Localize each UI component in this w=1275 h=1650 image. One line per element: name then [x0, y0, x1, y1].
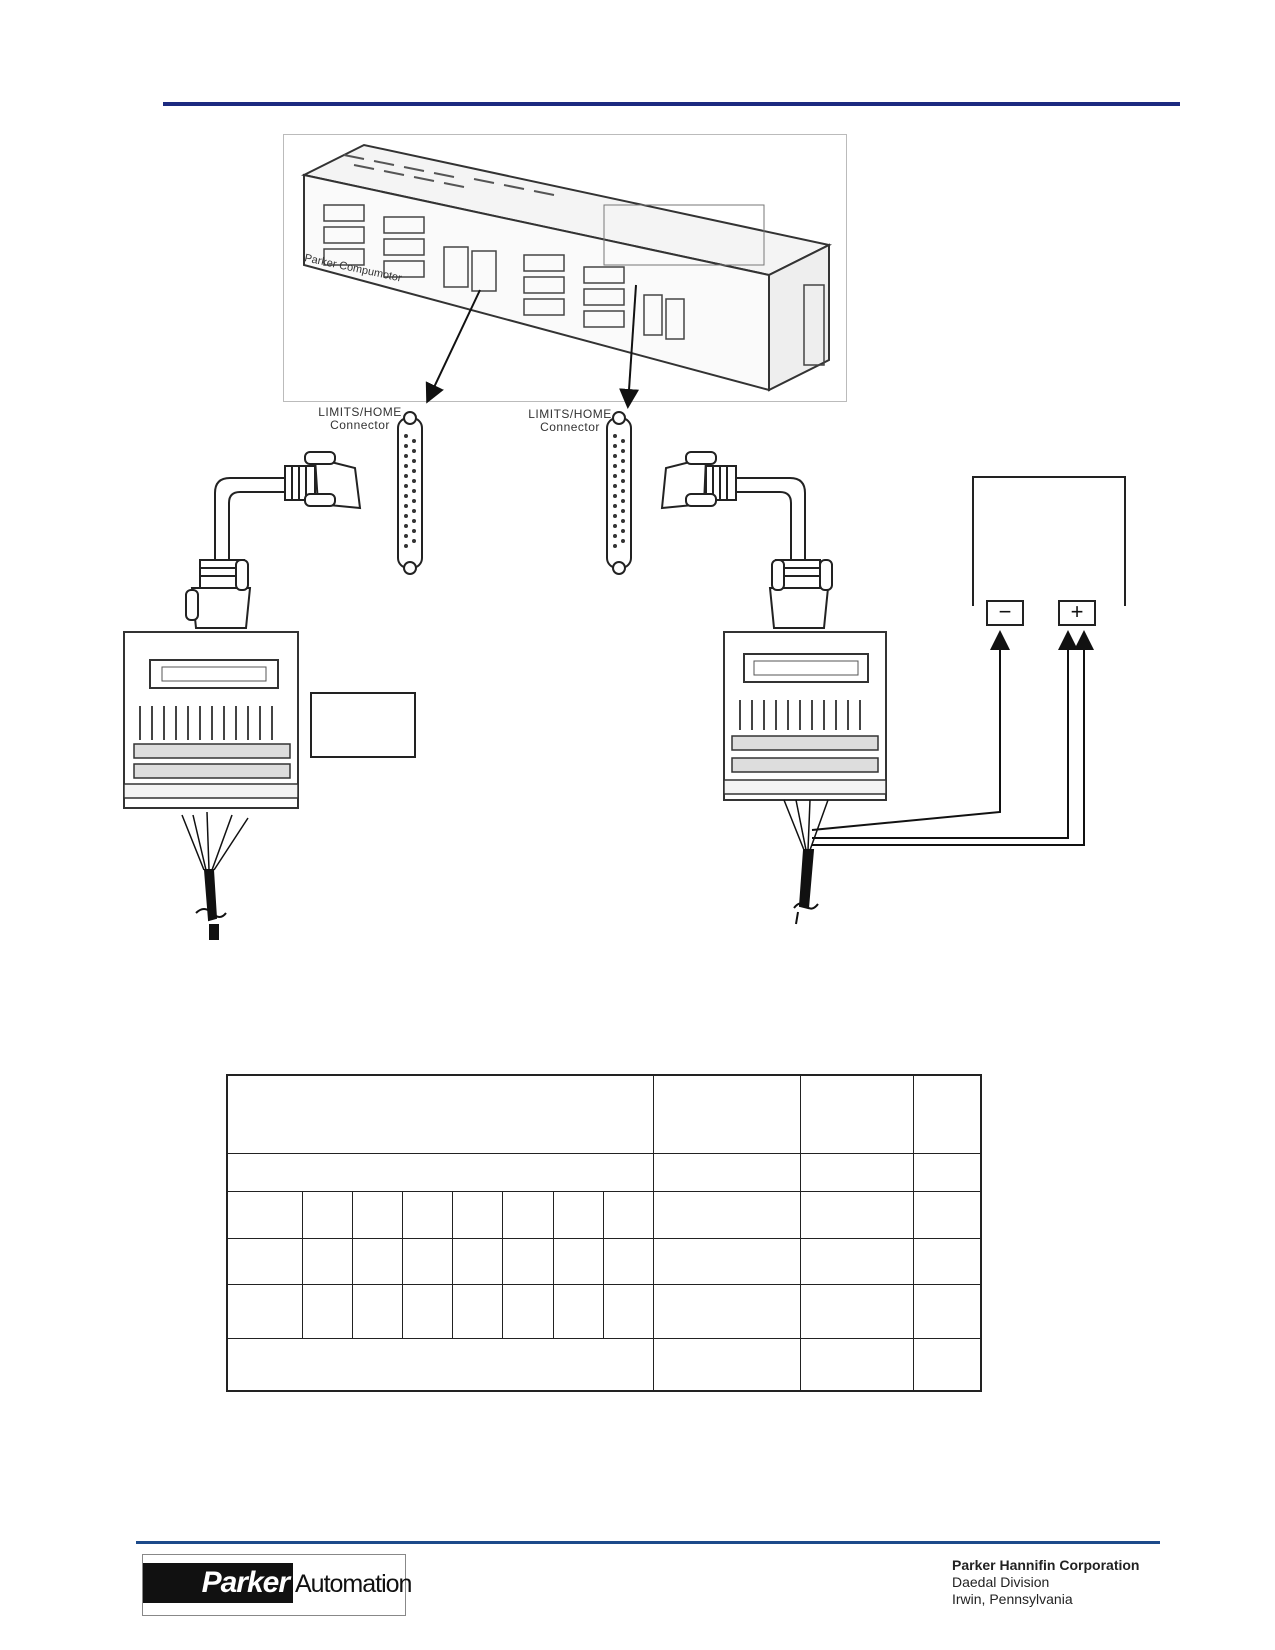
table-cell	[800, 1338, 914, 1392]
breakout-board-left	[123, 631, 299, 809]
table-cell	[552, 1237, 604, 1285]
specification-table	[226, 1074, 982, 1392]
table-cell	[226, 1338, 654, 1392]
table-cell	[913, 1191, 982, 1239]
connector-label-left-line1: LIMITS/HOME	[318, 405, 402, 419]
cable-left	[185, 451, 362, 629]
automation-logo-text: Automation	[295, 1570, 412, 1598]
table-cell	[552, 1191, 604, 1239]
cable-right	[660, 451, 833, 629]
table-cell	[402, 1237, 454, 1285]
table-cell	[452, 1283, 504, 1340]
table-cell	[301, 1237, 353, 1285]
power-wiring	[811, 630, 1094, 846]
table-cell	[913, 1152, 982, 1193]
table-cell	[800, 1237, 914, 1285]
table-cell	[226, 1074, 654, 1154]
table-cell	[351, 1237, 404, 1285]
table-cell	[226, 1152, 654, 1193]
table-cell	[602, 1237, 655, 1285]
table-cell	[452, 1237, 504, 1285]
table-cell	[913, 1283, 982, 1340]
table-cell	[653, 1074, 801, 1154]
blank-label-box	[310, 692, 416, 758]
controller-illustration: Parker Compumotor	[301, 143, 832, 392]
db25-connector-right	[606, 411, 632, 575]
parker-logo-mark: Parker	[143, 1563, 293, 1603]
connector-label-left: LIMITS/HOME Connector	[306, 406, 414, 432]
table-cell	[502, 1191, 554, 1239]
connector-label-right-line1: LIMITS/HOME	[528, 407, 612, 421]
company-division: Daedal Division	[952, 1574, 1050, 1590]
table-cell	[226, 1283, 303, 1340]
table-cell	[913, 1237, 982, 1285]
table-cell	[226, 1191, 303, 1239]
table-cell	[653, 1283, 801, 1340]
table-row	[226, 1191, 982, 1239]
power-supply-negative-terminal: −	[986, 600, 1024, 626]
table-row	[226, 1237, 982, 1285]
table-cell	[653, 1338, 801, 1392]
table-cell	[653, 1191, 801, 1239]
table-cell	[913, 1074, 982, 1154]
table-cell	[800, 1152, 914, 1193]
arrow-left-connector	[425, 289, 481, 404]
pigtail-left	[181, 811, 249, 940]
table-row	[226, 1283, 982, 1340]
db25-connector-left	[397, 411, 423, 575]
table-cell	[913, 1338, 982, 1392]
connector-label-right: LIMITS/HOME Connector	[516, 408, 624, 434]
table-cell	[800, 1191, 914, 1239]
header-rule	[163, 102, 1180, 106]
footer-rule	[136, 1541, 1160, 1544]
pigtail-right	[783, 799, 829, 925]
power-supply-box	[972, 476, 1126, 606]
table-cell	[351, 1191, 404, 1239]
power-supply-positive-terminal: +	[1058, 600, 1096, 626]
table-cell	[602, 1191, 655, 1239]
table-cell	[602, 1283, 655, 1340]
table-cell	[301, 1283, 353, 1340]
arrow-right-connector	[619, 284, 640, 409]
table-cell	[452, 1191, 504, 1239]
table-cell	[502, 1237, 554, 1285]
table-cell	[351, 1283, 404, 1340]
table-cell	[226, 1237, 303, 1285]
table-cell	[402, 1191, 454, 1239]
connector-label-right-line2: Connector	[540, 420, 600, 434]
table-cell	[301, 1191, 353, 1239]
company-name: Parker Hannifin Corporation	[952, 1557, 1140, 1573]
table-cell	[552, 1283, 604, 1340]
company-location: Irwin, Pennsylvania	[952, 1591, 1073, 1607]
company-address: Parker Hannifin Corporation Daedal Divis…	[952, 1557, 1139, 1608]
table-cell	[402, 1283, 454, 1340]
table-cell	[653, 1237, 801, 1285]
table-cell	[653, 1152, 801, 1193]
connector-label-left-line2: Connector	[330, 418, 390, 432]
table-cell	[800, 1074, 914, 1154]
controller-illustration-frame: Parker Compumotor	[283, 134, 847, 402]
table-cell	[800, 1283, 914, 1340]
parker-automation-logo: Parker Automation	[142, 1554, 412, 1616]
breakout-board-right	[723, 631, 887, 801]
table-cell	[502, 1283, 554, 1340]
